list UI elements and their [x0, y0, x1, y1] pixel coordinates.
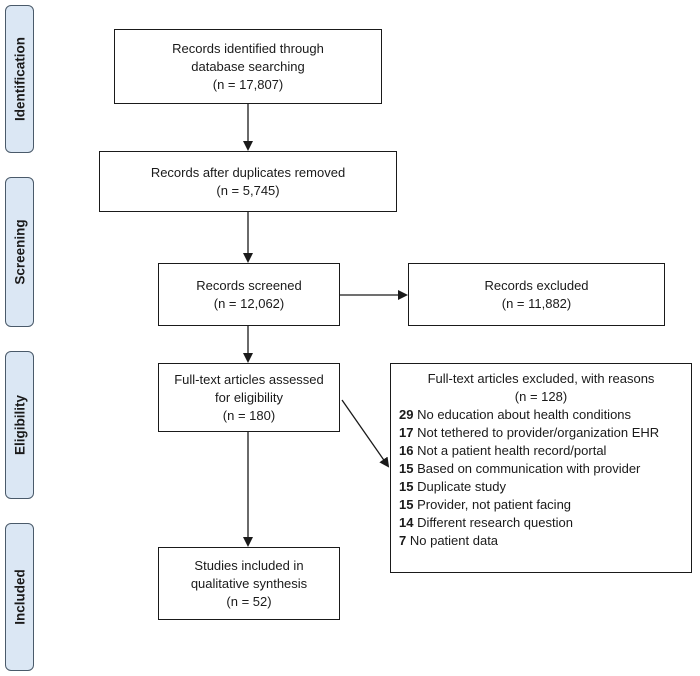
- exclusion-reason-item: 15 Provider, not patient facing: [399, 496, 683, 514]
- exclusion-reason-count: 15: [399, 461, 414, 476]
- exclusion-reason-count: 7: [399, 533, 407, 548]
- exclusion-reason-text: No patient data: [409, 533, 499, 548]
- phase-included-tab: Included: [5, 523, 34, 671]
- records-excluded-count: (n = 11,882): [501, 295, 572, 311]
- phase-identification-tab: Identification: [5, 5, 34, 153]
- exclusion-reasons-list: 29 No education about health conditions …: [399, 406, 683, 550]
- exclusion-reason-item: 29 No education about health conditions: [399, 406, 683, 424]
- studies-included-count: (n = 52): [226, 593, 272, 609]
- fulltext-assessed-count: (n = 180): [222, 407, 276, 423]
- exclusion-reason-count: 17: [399, 425, 414, 440]
- fulltext-excluded-box: Full-text articles excluded, with reason…: [390, 363, 692, 573]
- exclusion-reason-item: 7 No patient data: [399, 532, 683, 550]
- exclusion-reason-count: 16: [399, 443, 414, 458]
- records-screened-line1: Records screened: [196, 277, 302, 293]
- exclusion-reason-text: Not a patient health record/portal: [417, 443, 607, 458]
- records-identified-count: (n = 17,807): [212, 76, 284, 92]
- records-identified-box: Records identified through database sear…: [114, 29, 382, 104]
- exclusion-reason-count: 14: [399, 515, 414, 530]
- studies-included-box: Studies included in qualitative synthesi…: [158, 547, 340, 620]
- exclusion-reason-text: Not tethered to provider/organization EH…: [417, 425, 660, 440]
- fulltext-excluded-count: (n = 128): [514, 389, 568, 404]
- exclusion-reason-text: Provider, not patient facing: [417, 497, 572, 512]
- exclusion-reason-item: 15 Based on communication with provider: [399, 460, 683, 478]
- exclusion-reason-item: 17 Not tethered to provider/organization…: [399, 424, 683, 442]
- studies-included-line1: Studies included in: [194, 557, 304, 573]
- records-identified-line1: Records identified through: [172, 40, 324, 56]
- records-screened-count: (n = 12,062): [213, 295, 285, 311]
- fulltext-assessed-line2: for eligibility: [215, 389, 283, 405]
- exclusion-reason-text: No education about health conditions: [417, 407, 632, 422]
- records-identified-line2: database searching: [191, 58, 305, 74]
- exclusion-reason-count: 15: [399, 497, 414, 512]
- exclusion-reason-count: 29: [399, 407, 414, 422]
- records-excluded-line1: Records excluded: [484, 277, 589, 293]
- exclusion-reason-text: Different research question: [417, 515, 573, 530]
- records-after-duplicates-count: (n = 5,745): [216, 182, 280, 198]
- records-after-duplicates-line1: Records after duplicates removed: [150, 164, 346, 180]
- records-screened-box: Records screened (n = 12,062): [158, 263, 340, 326]
- arrow-fulltext-to-excluded: [341, 399, 390, 468]
- exclusion-reason-text: Based on communication with provider: [417, 461, 641, 476]
- studies-included-line2: qualitative synthesis: [190, 575, 308, 591]
- exclusion-reason-text: Duplicate study: [417, 479, 506, 494]
- phase-screening-tab: Screening: [5, 177, 34, 327]
- fulltext-assessed-box: Full-text articles assessed for eligibil…: [158, 363, 340, 432]
- records-after-duplicates-box: Records after duplicates removed (n = 5,…: [99, 151, 397, 212]
- records-excluded-box: Records excluded (n = 11,882): [408, 263, 665, 326]
- exclusion-reason-item: 14 Different research question: [399, 514, 683, 532]
- exclusion-reason-item: 16 Not a patient health record/portal: [399, 442, 683, 460]
- exclusion-reason-item: 15 Duplicate study: [399, 478, 683, 496]
- fulltext-assessed-line1: Full-text articles assessed: [174, 371, 324, 387]
- fulltext-excluded-title: Full-text articles excluded, with reason…: [427, 371, 655, 386]
- phase-eligibility-tab: Eligibility: [5, 351, 34, 499]
- exclusion-reason-count: 15: [399, 479, 414, 494]
